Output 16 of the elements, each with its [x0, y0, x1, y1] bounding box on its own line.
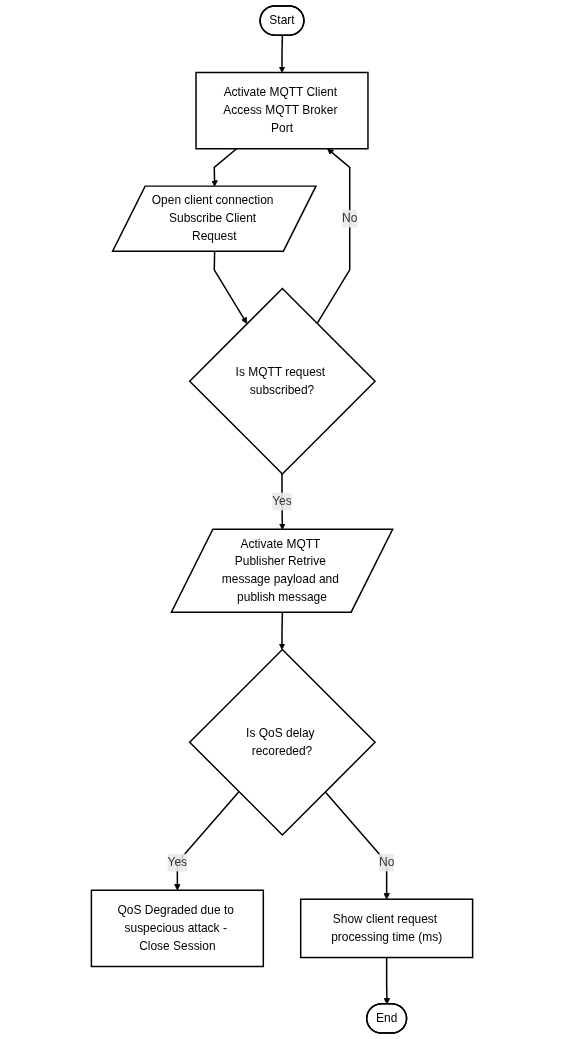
arrow — [211, 148, 238, 187]
arrow — [383, 956, 391, 1005]
arrow — [316, 148, 351, 325]
node-box: Activate MQTT Client Access MQTT Broker Port — [195, 71, 369, 150]
node-box: Show client request processing time (ms) — [299, 898, 474, 959]
edge-label: Yes — [167, 855, 188, 869]
node-box: QoS Degraded due to suspecious attack - Close Session — [90, 889, 265, 968]
node-diamond: Is QoS delay recoreded? — [188, 648, 377, 836]
edge-label: No — [379, 855, 395, 869]
arrow — [324, 791, 390, 900]
node-diamond: Is MQTT request subscribed? — [188, 287, 377, 475]
edge-label: No — [342, 211, 358, 225]
edge-label: Yes — [272, 494, 292, 508]
arrow — [174, 791, 240, 891]
arrow — [279, 473, 286, 530]
arrow — [278, 34, 286, 73]
